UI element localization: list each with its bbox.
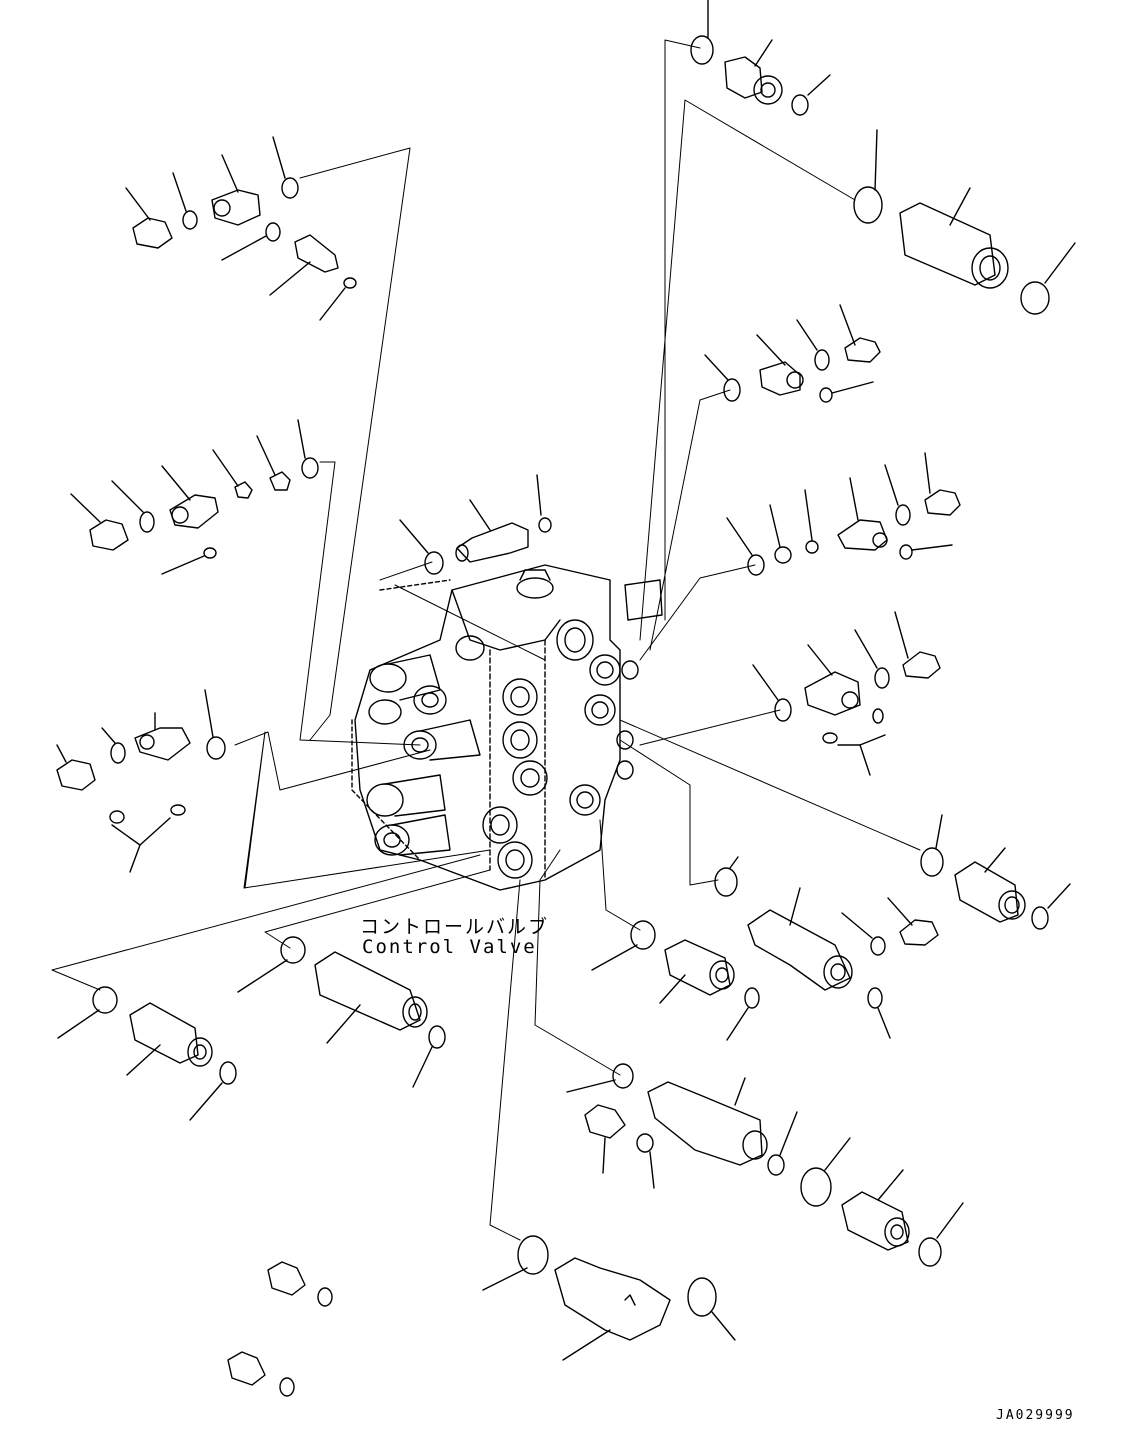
part-orings-and-plugs: [56, 0, 1076, 1397]
leader-lines: [51, 39, 921, 1241]
control-valve-body: [351, 564, 663, 891]
control-valve-label-en: Control Valve: [362, 936, 537, 958]
figure-id: JA029999: [996, 1408, 1075, 1423]
control-valve-label-jp: コントロールバルブ: [360, 916, 550, 938]
